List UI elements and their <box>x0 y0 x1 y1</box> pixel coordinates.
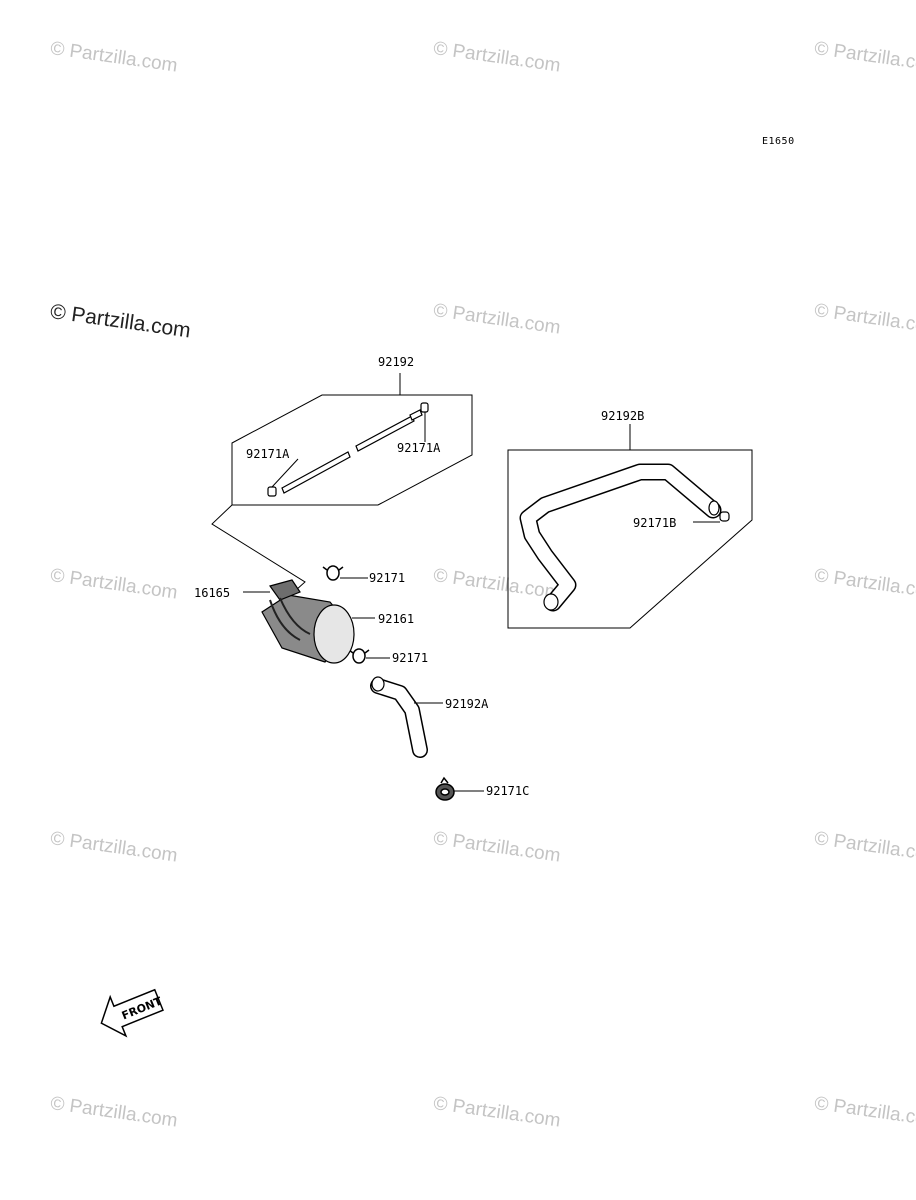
hose-end <box>371 676 385 692</box>
front-arrow-icon: FRONT <box>100 988 164 1038</box>
part-label-92171a: 92171A <box>246 447 290 461</box>
part-label-92192b: 92192B <box>601 409 644 423</box>
part-label-92171: 92171 <box>392 651 428 665</box>
diagram-code: E1650 <box>762 136 795 147</box>
clamp-92171-icon <box>322 565 370 664</box>
clamp-92171c-icon <box>435 776 455 801</box>
hose-92192b <box>519 463 722 612</box>
filter-92161-icon <box>261 579 355 664</box>
part-label-92171b: 92171B <box>633 516 676 530</box>
leader-line <box>211 504 306 591</box>
hose-92192 <box>281 409 423 494</box>
part-label-92161: 92161 <box>378 612 414 626</box>
group-box-92192b <box>507 449 753 629</box>
part-label-92171c: 92171C <box>486 784 529 798</box>
part-label-16165: 16165 <box>194 586 230 600</box>
hose-92192a <box>370 678 428 758</box>
part-label-92192: 92192 <box>378 355 414 369</box>
hose-end <box>708 500 720 516</box>
part-label-92192a: 92192A <box>445 697 489 711</box>
clamp-92171b-icon <box>719 511 730 522</box>
part-label-92171a: 92171A <box>397 441 441 455</box>
part-label-92171: 92171 <box>369 571 405 585</box>
hose-end <box>543 593 559 611</box>
